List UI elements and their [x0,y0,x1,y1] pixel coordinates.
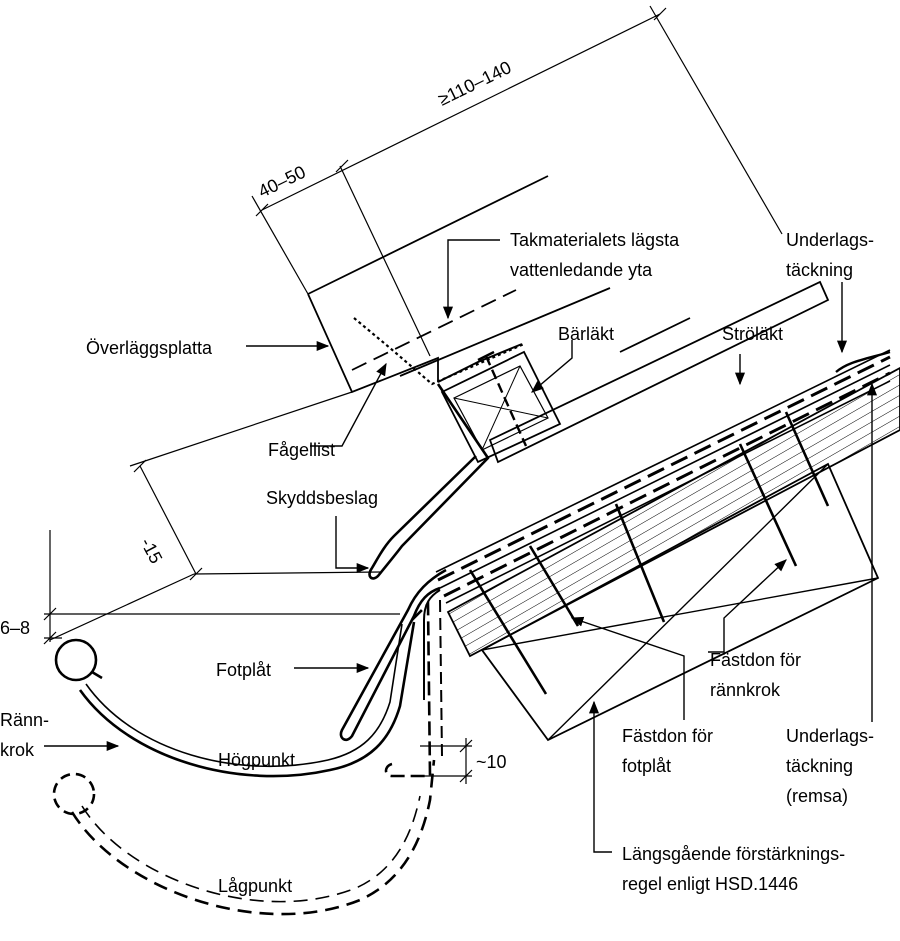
roofing-line-third [619,317,691,353]
lowest-water-surface [351,289,517,371]
dim-drop-ext-corner [193,571,381,575]
overlaggsplatta-outline [307,293,439,394]
label-fastdon-rannkrok-line2: rännkrok [710,680,781,700]
leader-langsgaende [588,700,612,853]
overlaggsplatta-top [307,175,549,295]
dim-overlap-ext-left [251,195,309,295]
fastener-1 [468,569,548,695]
dim-label-edge: 40–50 [255,162,309,202]
dim-label-tilt: ~10 [476,752,507,772]
leader-barlakt [531,340,573,393]
leader-fastdon-rannkrok [708,559,787,653]
barlakt-outline [440,350,562,464]
dim-overlap-tick-r [653,7,667,21]
barlakt-batten [440,350,562,464]
skyddsbeslag-flashing [368,383,490,580]
label-fotplat: Fotplåt [216,660,271,680]
reinforcement-regel-cross-b [547,463,829,741]
underlay-line-1 [435,349,891,573]
dim-label-overlap: ≥110–140 [435,57,514,109]
label-fastdon-fotplat-line2: fotplåt [622,756,671,776]
underlay-line-2 [437,355,891,582]
label-fastdon-fotplat-line1: Fästdon för [622,726,713,746]
dim-edge-tick [335,159,349,173]
dim-overlap-ext-right [649,5,783,235]
label-fagellist: Fågellist [268,440,335,460]
label-takmaterial-line2: vattenledande yta [510,260,653,280]
leader-takmaterial [442,239,500,320]
fastener-5 [784,411,830,507]
underlay-layers [435,349,891,604]
barlakt-cross-b [481,365,521,451]
label-hogpunkt: Högpunkt [218,750,295,770]
fagellist [353,317,525,386]
reinforcement-regel [480,462,880,742]
gutter-low-outer [70,759,436,916]
dimension-lines [43,5,783,784]
rannkrok-low [439,599,443,757]
dim-label-gap: 6–8 [0,618,30,638]
barlakt-nail-head [477,350,495,362]
gutter-high-outer [78,621,416,778]
fasteners [468,411,830,695]
fotplat-inner [423,589,441,700]
dim-tilt-tick-bottom [459,769,473,783]
dim-drop-ext-top [129,391,353,467]
barlakt-nail [484,355,528,447]
leader-fastdon-fotplat [570,616,685,720]
dim-tilt-tick-top [459,739,473,753]
gutter-low-position [52,599,443,916]
dim-label-drop: -15 [136,534,166,566]
dim-drop-ext-bottom [49,573,195,641]
gutter-low-roll [52,772,96,816]
label-skyddsbeslag: Skyddsbeslag [266,488,378,508]
label-strolakt: Ströläkt [722,324,783,344]
dim-gap-tick-bottom [43,631,57,645]
underlay-strip-top-bend [835,350,891,373]
fastener-4 [738,443,798,567]
dim-overlap-tick-l [255,203,269,217]
labels: Takmaterialets lägsta vattenledande yta … [0,230,874,896]
roofing-line-lower [399,287,611,377]
label-underlag-line1: Underlags- [786,230,874,250]
underlay-line-4 [443,371,891,598]
label-langsgaende-line2: regel enligt HSD.1446 [622,874,798,894]
label-barlakt: Bärläkt [558,324,614,344]
gutter-high-roll [54,638,98,682]
leader-fagellist [310,362,387,447]
label-rannkrok-line2: krok [0,740,35,760]
label-underlag-remsa-line1: Underlags- [786,726,874,746]
gutter-high-inner [85,623,403,768]
leader-skyddsbeslag [335,516,370,574]
dim-gap-tick-top [43,607,57,621]
underlay-line-3 [439,364,891,589]
reinforcement-regel-cross-a [481,577,879,651]
label-underlag-remsa-line3: (remsa) [786,786,848,806]
rafter [446,366,900,658]
leader-arrows [44,239,878,853]
batten-top-cap [437,343,523,383]
label-langsgaende-line1: Längsgående förstärknings- [622,844,845,864]
label-overlaggsplatta: Överläggsplatta [86,338,213,358]
dim-overlap-line [261,13,661,211]
fastener-3 [614,503,666,623]
label-underlag-line2: täckning [786,260,853,280]
rafter-hatched-section [446,366,900,658]
fastener-2 [528,545,580,627]
gutter-low-inner [81,795,421,903]
gutter-high-roll-end [91,670,103,680]
label-lagpunkt: Lågpunkt [218,876,292,896]
label-takmaterial-line1: Takmaterialets lägsta [510,230,680,250]
label-rannkrok-line1: Ränn- [0,710,49,730]
dim-drop-line [139,465,197,575]
underlay-line-5 [445,380,891,604]
label-underlag-remsa-line2: täckning [786,756,853,776]
label-fastdon-rannkrok-line1: Fästdon för [710,650,801,670]
fotplat-flashing [339,568,447,742]
roofing-upper [307,175,691,394]
dim-edge-ext [339,165,431,357]
dim-drop-tick-top [133,459,147,473]
